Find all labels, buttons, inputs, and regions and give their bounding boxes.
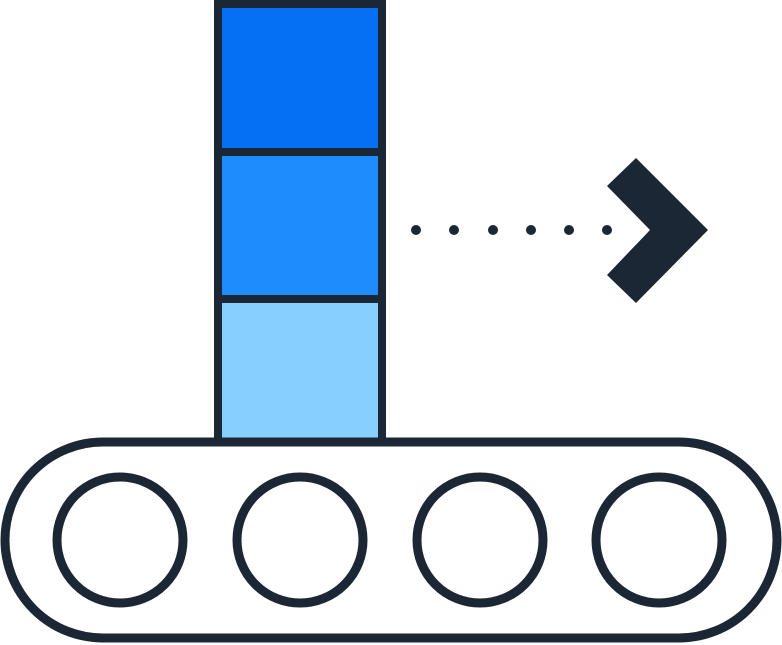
rollers [52, 472, 727, 608]
roller-icon [412, 472, 548, 608]
stacked-blocks-icon [214, 0, 386, 446]
conveyor-belt [0, 437, 782, 643]
block-bottom [214, 295, 386, 446]
dot [411, 225, 421, 235]
dot [488, 225, 498, 235]
dotted-line-icon [411, 225, 612, 235]
block-middle [214, 148, 386, 303]
roller-icon [232, 472, 368, 608]
dot [449, 225, 459, 235]
roller-icon [591, 472, 727, 608]
roller-icon [52, 472, 188, 608]
chevron-right-icon [607, 158, 708, 303]
dot [526, 225, 536, 235]
block-top [214, 0, 386, 156]
dot [602, 225, 612, 235]
dot [564, 225, 574, 235]
conveyor-belt-icon [0, 437, 782, 643]
